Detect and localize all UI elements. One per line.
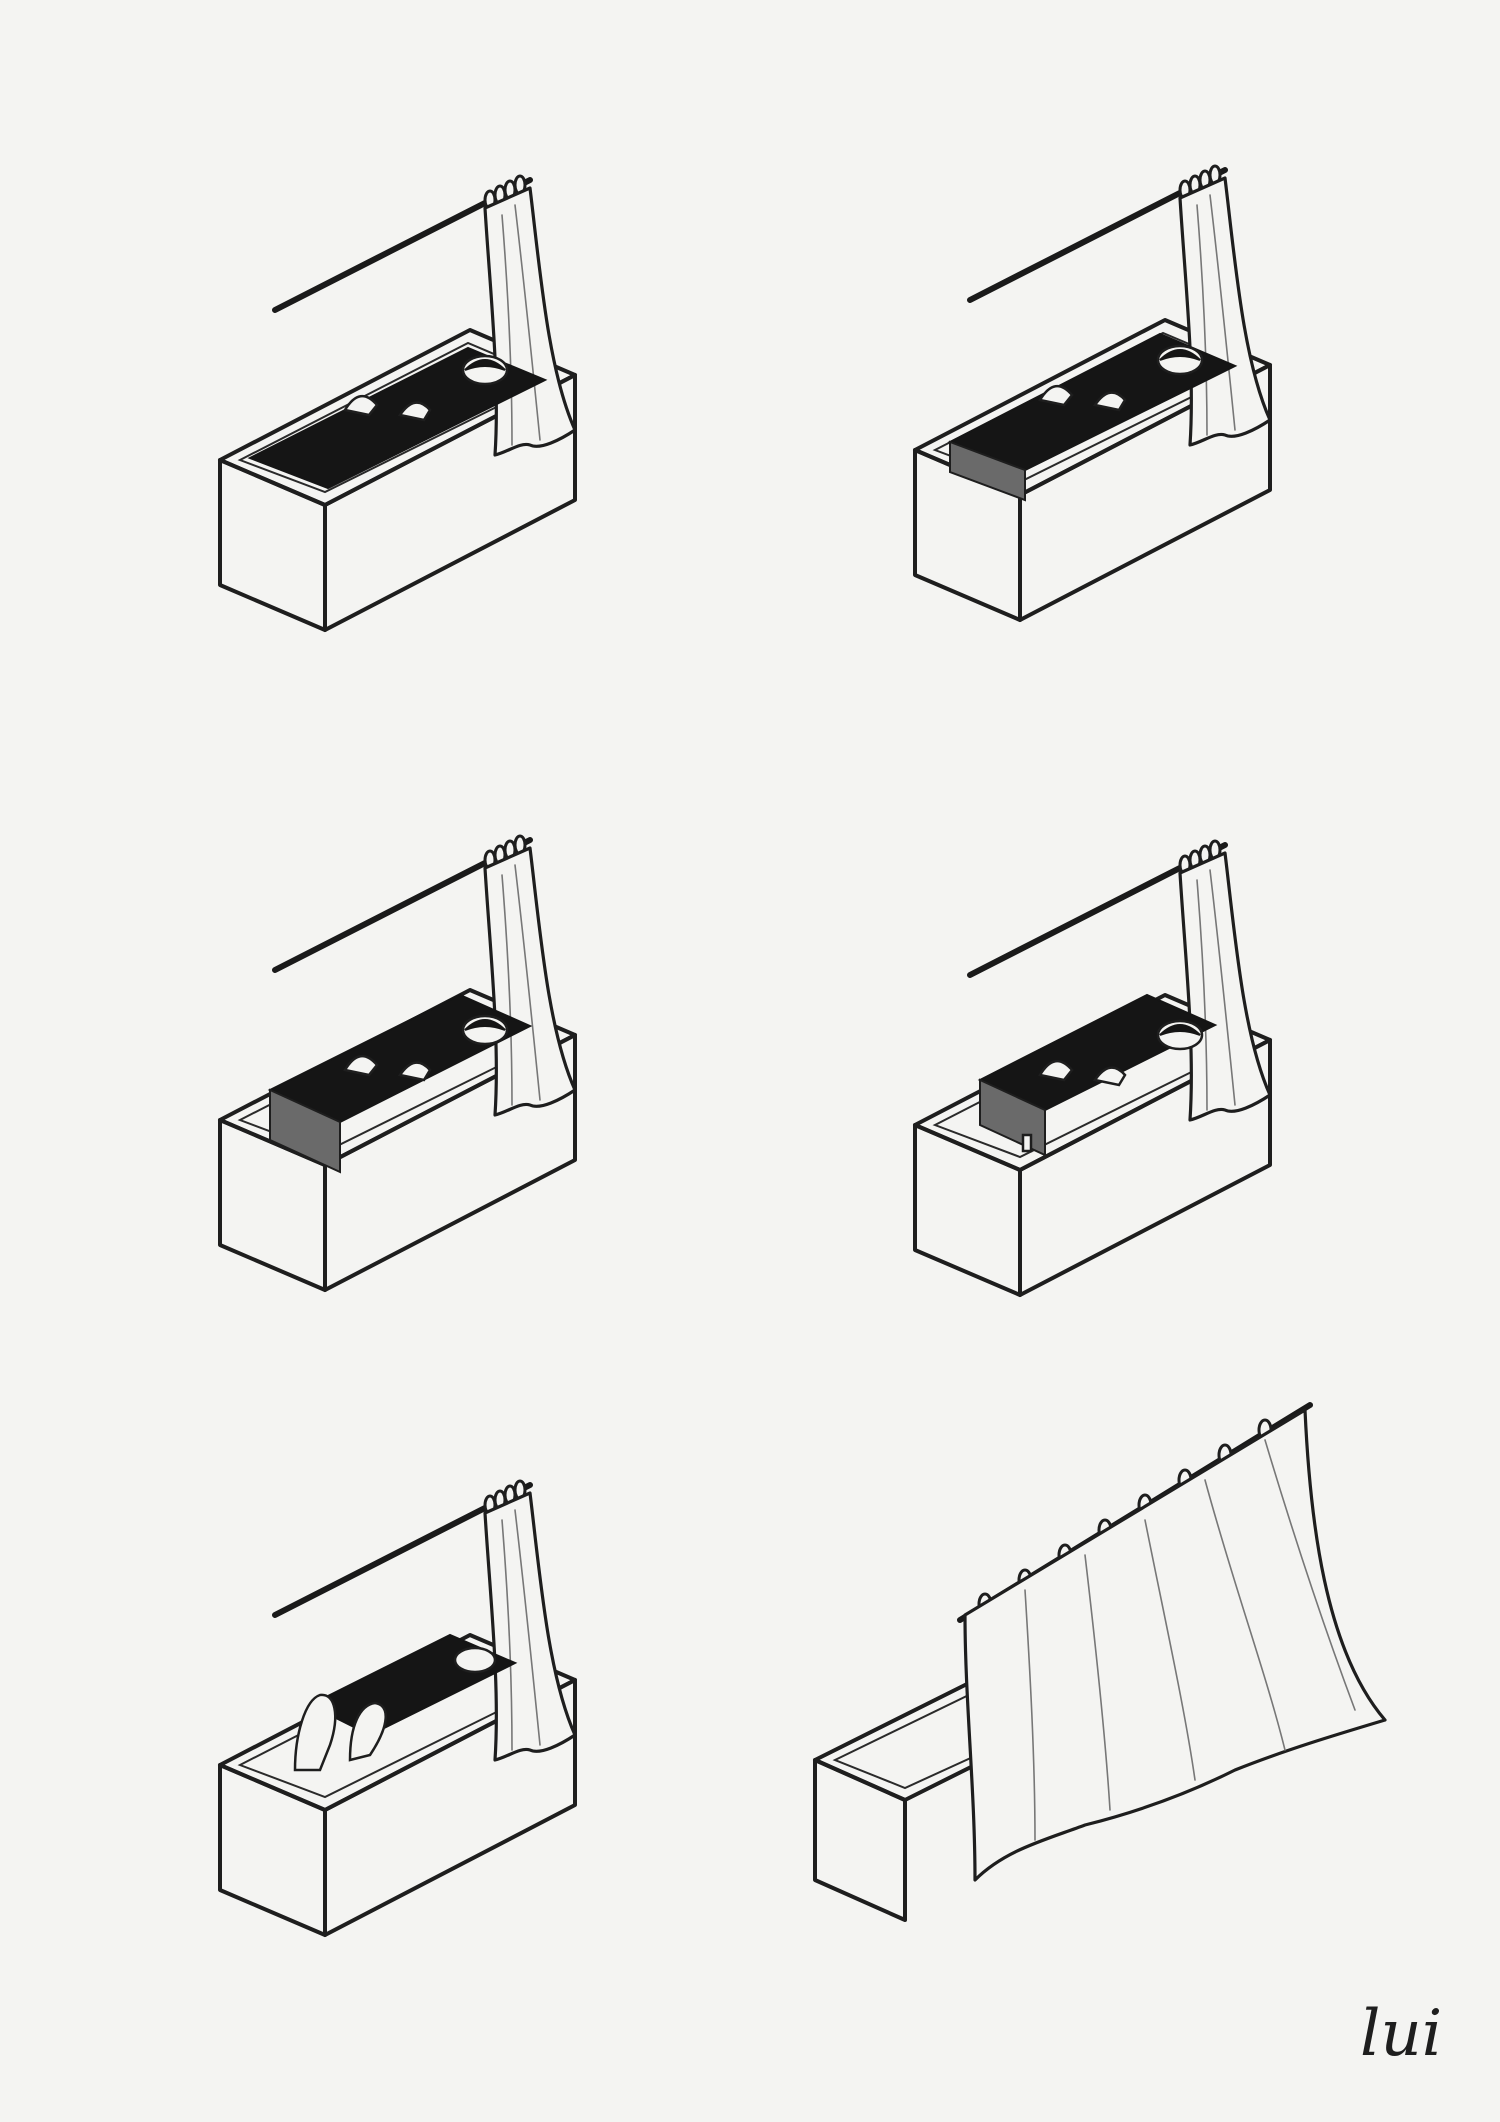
closed-curtain bbox=[963, 1408, 1387, 1882]
panel-1 bbox=[220, 176, 575, 630]
panel-4 bbox=[915, 841, 1270, 1295]
panel-2 bbox=[915, 166, 1270, 620]
panel-5 bbox=[220, 1481, 575, 1935]
artist-signature: lui bbox=[1360, 1997, 1442, 2071]
bath-water bbox=[247, 346, 548, 490]
bath-water bbox=[267, 993, 533, 1124]
panel-6-closed-curtain bbox=[813, 1402, 1387, 1922]
panel-3 bbox=[220, 836, 575, 1290]
bath-water bbox=[977, 993, 1218, 1112]
